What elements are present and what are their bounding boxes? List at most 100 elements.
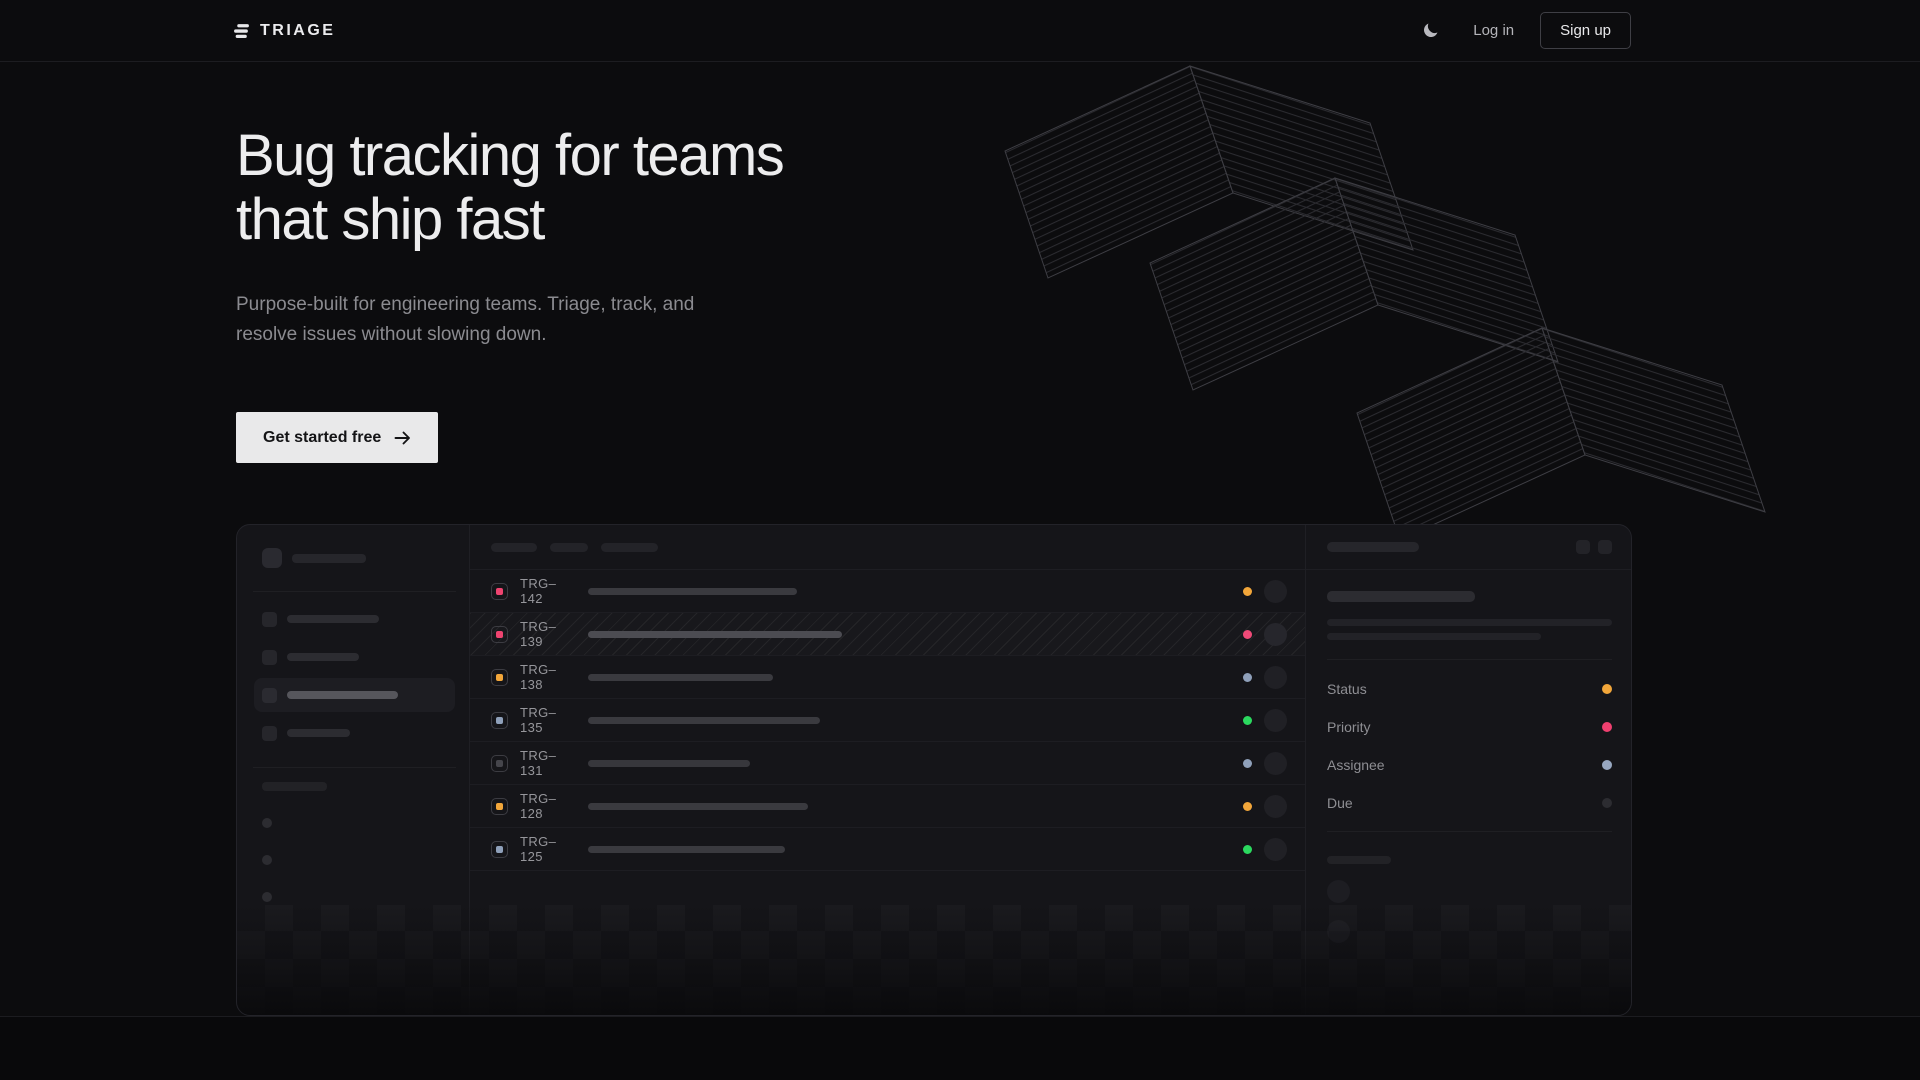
skeleton-bar: [1327, 633, 1541, 640]
logo[interactable]: TRIAGE: [233, 22, 335, 40]
sidebar-dot-skeleton: [262, 892, 272, 902]
sidebar-dot-skeleton: [262, 818, 272, 828]
property-row: Priority: [1327, 708, 1612, 746]
panel-action-skeleton: [1598, 540, 1612, 554]
decor-3d-shapes: [1004, 65, 1766, 541]
status-dot: [1243, 844, 1252, 854]
logo-text: TRIAGE: [260, 21, 336, 39]
workspace-switcher-skeleton: [237, 548, 469, 568]
issue-type-icon: [491, 754, 508, 772]
moon-icon: [1423, 23, 1438, 37]
property-label: Priority: [1327, 719, 1371, 735]
issue-type-icon: [491, 840, 508, 858]
issue-id: TRG–138: [520, 662, 557, 692]
property-value-dot: [1602, 798, 1612, 808]
status-dot: [1243, 801, 1252, 811]
status-dot: [1243, 586, 1252, 596]
property-value-dot: [1602, 684, 1612, 694]
issue-id: TRG–139: [520, 619, 557, 649]
sidebar-item-icon: [262, 611, 277, 627]
sign-up-button[interactable]: Sign up: [1540, 12, 1631, 49]
issue-title-skeleton: [1327, 591, 1475, 602]
issue-row: TRG–128: [470, 785, 1305, 828]
issue-row: TRG–125: [470, 828, 1305, 871]
sidebar-item-skeleton-active: [254, 678, 455, 712]
get-started-button[interactable]: Get started free: [236, 412, 439, 463]
triage-logo-icon: [234, 23, 249, 38]
issue-row: TRG–131: [470, 742, 1305, 785]
log-in-link[interactable]: Log in: [1473, 22, 1515, 39]
assignee-avatar: [1264, 751, 1287, 775]
issue-list: TRG–142 TRG–139 TRG–138 TRG–135: [470, 525, 1305, 1015]
theme-toggle-button[interactable]: [1413, 14, 1447, 48]
issue-title-skeleton: [588, 759, 750, 767]
hero-section: Bug tracking for teams that ship fast Pu…: [236, 123, 785, 463]
assignee-avatar: [1264, 579, 1287, 603]
section-label-skeleton: [262, 782, 327, 791]
arrow-right-icon: [394, 431, 411, 444]
issue-title-skeleton: [588, 587, 797, 595]
issue-row-selected: TRG–139: [470, 613, 1305, 656]
divider: [1327, 831, 1612, 832]
issue-id: TRG–142: [520, 576, 557, 606]
issue-id: TRG–131: [520, 748, 557, 778]
panel-action-skeleton: [1576, 540, 1590, 554]
sidebar-item-icon: [262, 725, 277, 741]
status-dot: [1243, 758, 1252, 768]
skeleton-bar: [292, 553, 366, 563]
hero-title-line1: Bug tracking for teams: [236, 123, 785, 188]
status-dot: [1243, 715, 1252, 725]
tab-skeleton: [550, 542, 588, 552]
issue-type-icon: [491, 668, 508, 686]
property-label: Status: [1327, 681, 1367, 697]
issue-title-skeleton: [588, 845, 785, 853]
property-row: Assignee: [1327, 746, 1612, 784]
issue-row: TRG–142: [470, 570, 1305, 613]
sidebar-item-skeleton: [237, 600, 469, 638]
issue-title-skeleton: [588, 673, 773, 681]
status-dot: [1243, 672, 1252, 682]
issue-title-skeleton: [588, 630, 842, 638]
workspace-icon: [262, 548, 282, 568]
property-row: Due: [1327, 784, 1612, 822]
skeleton-bar: [287, 615, 379, 623]
app-mockup: TRG–142 TRG–139 TRG–138 TRG–135: [236, 524, 1632, 1016]
issue-row: TRG–138: [470, 656, 1305, 699]
issue-list-header: [470, 525, 1305, 570]
assignee-avatar: [1264, 837, 1287, 861]
assignee-avatar: [1264, 665, 1287, 689]
issue-id: TRG–125: [520, 834, 557, 864]
issue-type-icon: [491, 625, 508, 643]
tab-skeleton: [601, 542, 658, 552]
property-value-dot: [1602, 760, 1612, 770]
issue-type-icon: [491, 711, 508, 729]
property-value-dot: [1602, 722, 1612, 732]
issue-id: TRG–128: [520, 791, 557, 821]
skeleton-bar: [1327, 619, 1612, 626]
tab-skeleton: [491, 542, 537, 552]
detail-panel-header: [1306, 525, 1631, 570]
comment-avatar-skeleton: [1327, 920, 1350, 943]
skeleton-bar: [1327, 542, 1419, 552]
skeleton-bar: [287, 729, 350, 737]
property-row: Status: [1327, 670, 1612, 708]
hero-title: Bug tracking for teams that ship fast: [236, 123, 785, 252]
hero-subtitle: Purpose-built for engineering teams. Tri…: [236, 294, 695, 345]
sidebar-dot-skeleton: [262, 855, 272, 865]
issue-type-icon: [491, 797, 508, 815]
property-list: Status Priority Assignee Due: [1327, 670, 1612, 822]
assignee-avatar: [1264, 708, 1287, 732]
detail-panel-body: Status Priority Assignee Due: [1306, 591, 1631, 943]
sidebar-item-skeleton: [237, 714, 469, 752]
divider: [1327, 659, 1612, 660]
status-dot: [1243, 629, 1252, 639]
sidebar-item-skeleton: [237, 638, 469, 676]
property-label: Assignee: [1327, 757, 1385, 773]
detail-panel: Status Priority Assignee Due: [1305, 525, 1631, 1015]
get-started-label: Get started free: [263, 428, 382, 446]
property-label: Due: [1327, 795, 1353, 811]
assignee-avatar: [1264, 622, 1287, 646]
navbar: TRIAGE Log in Sign up: [0, 0, 1920, 62]
hero-title-line2: that ship fast: [236, 187, 545, 252]
issue-title-skeleton: [588, 716, 820, 724]
